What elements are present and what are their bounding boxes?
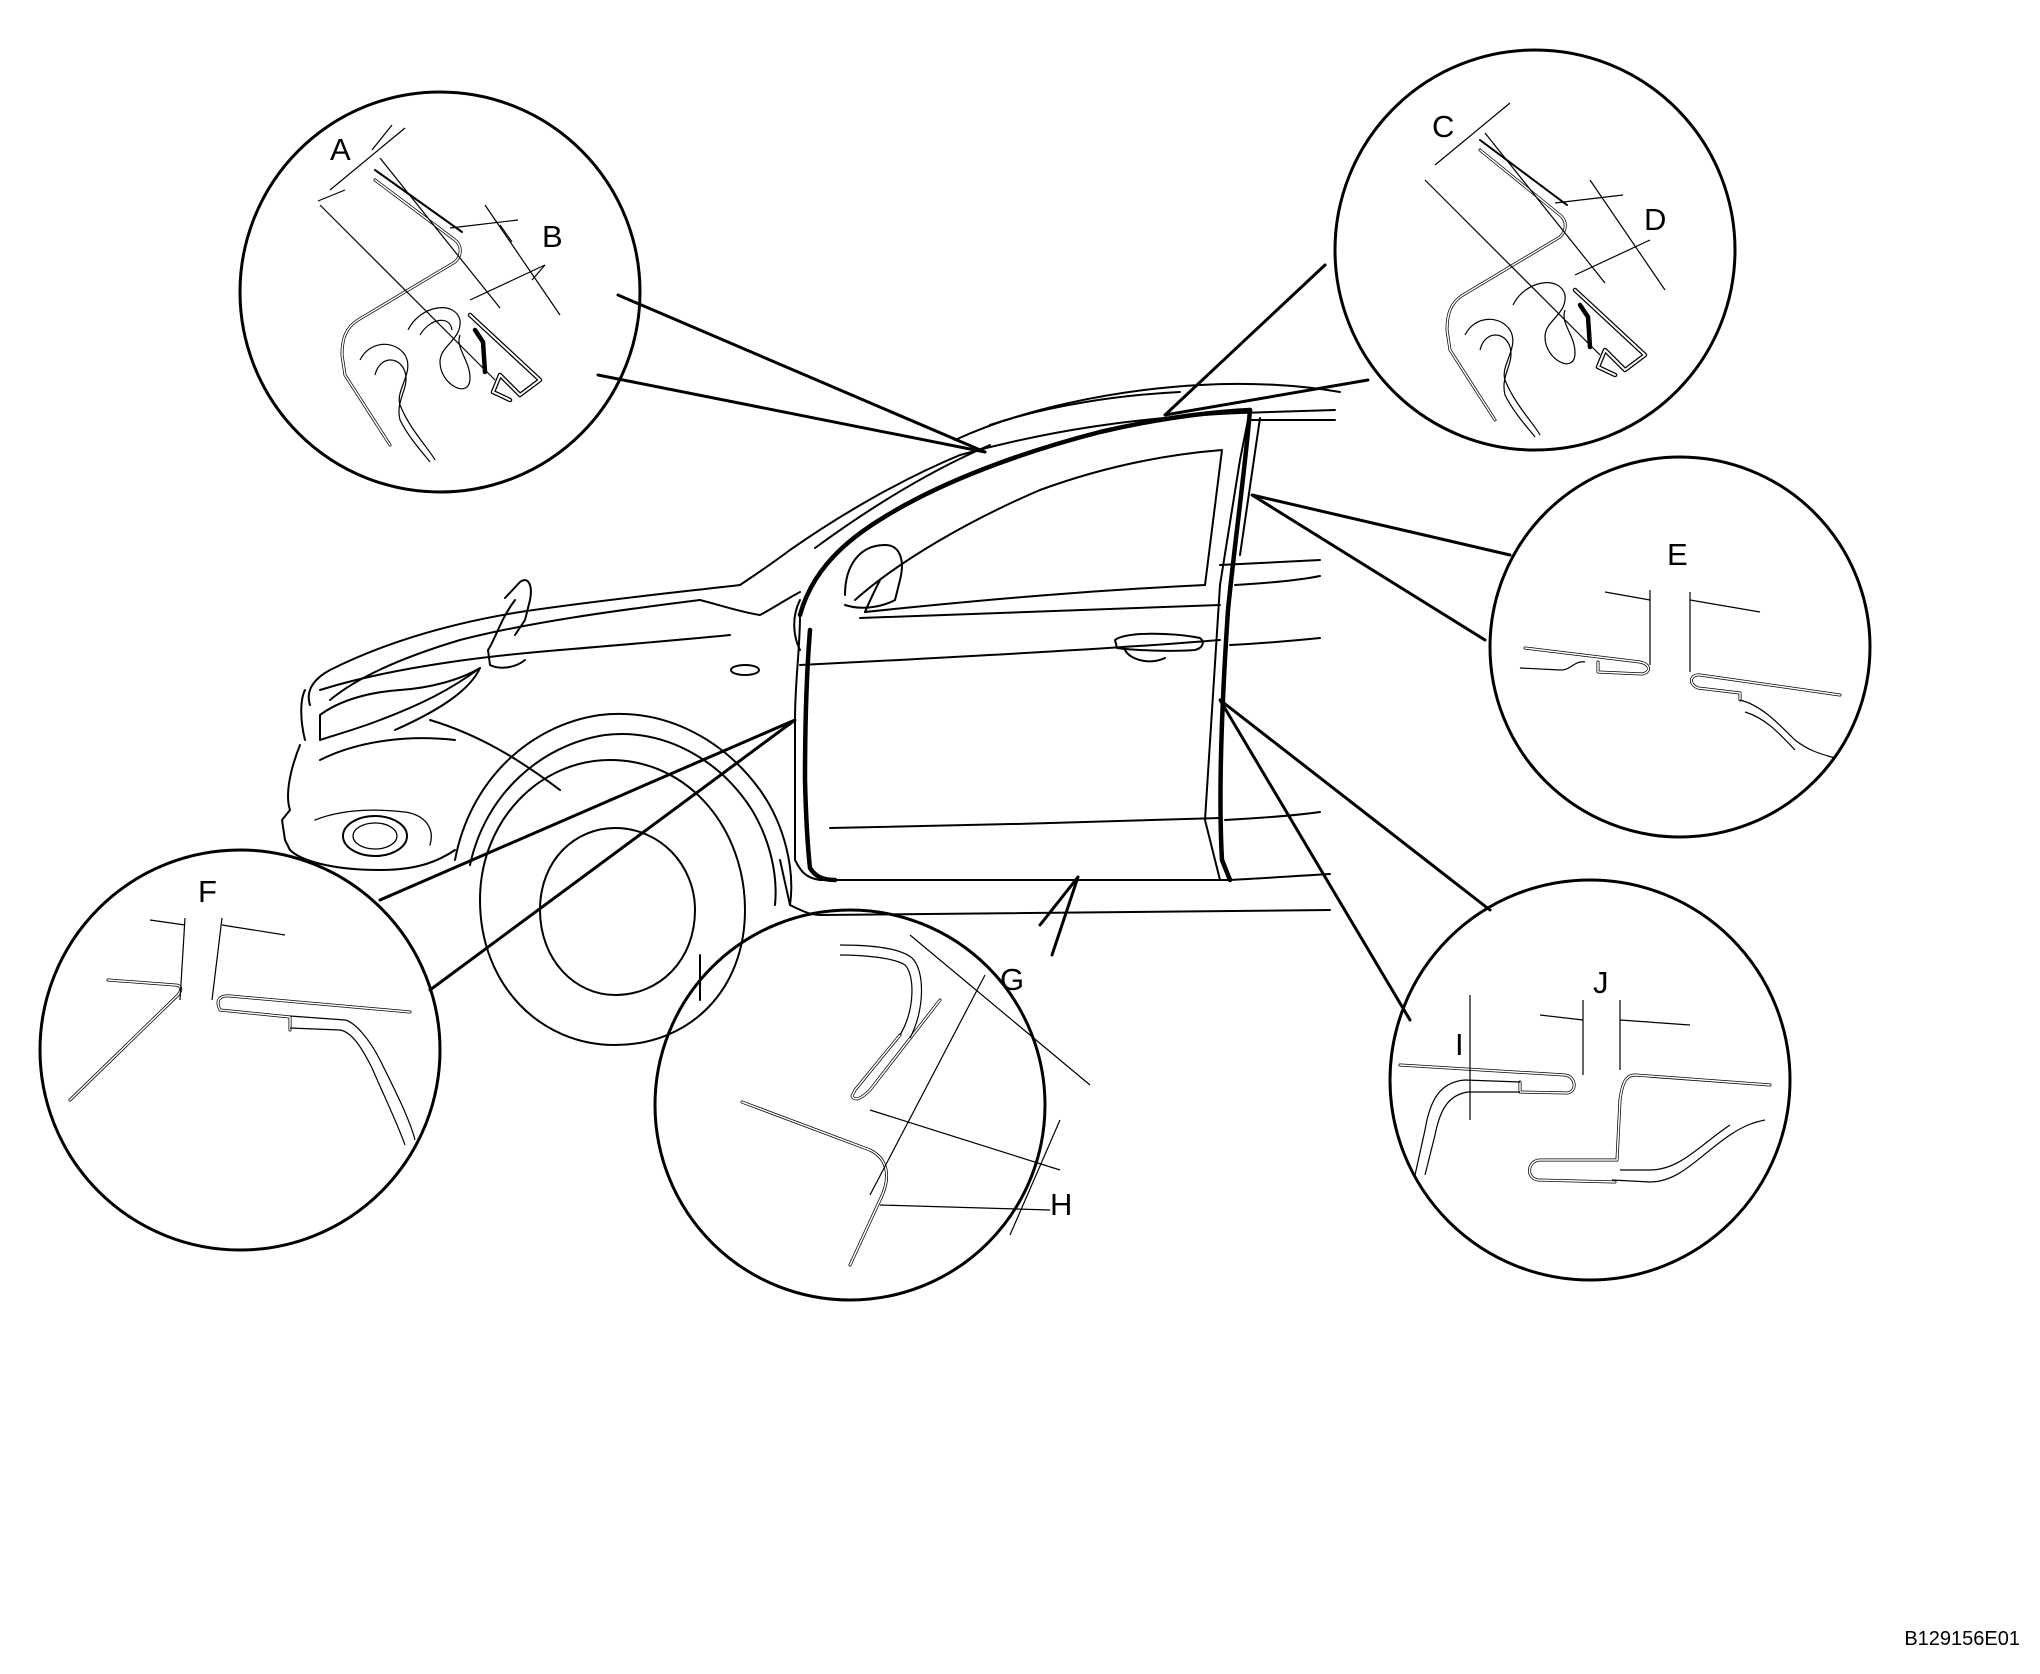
label-c: C [1432, 109, 1454, 144]
label-h: H [1050, 1187, 1072, 1222]
detail-front-fender-door-gap: F [38, 848, 442, 1252]
detail-upper-b-pillar-gap: E [1488, 455, 1872, 839]
detail-rear-roof-gap: C D [1333, 48, 1737, 452]
label-b: B [542, 219, 563, 254]
car-body-outline [281, 382, 1341, 1046]
label-e: E [1667, 537, 1688, 572]
label-g: G [1000, 962, 1024, 997]
callout-leaders [378, 263, 1512, 1022]
label-f: F [198, 874, 217, 909]
figure-code: B129156E01 [1904, 1628, 2020, 1650]
label-d: D [1644, 202, 1666, 237]
label-j: J [1593, 965, 1609, 1000]
detail-lower-rear-door-gap: I J [1388, 878, 1792, 1282]
label-i: I [1455, 1027, 1464, 1062]
detail-door-bottom-gap: G H [653, 908, 1091, 1302]
label-a: A [330, 132, 351, 167]
detail-front-roof-gap: A B [238, 90, 642, 494]
